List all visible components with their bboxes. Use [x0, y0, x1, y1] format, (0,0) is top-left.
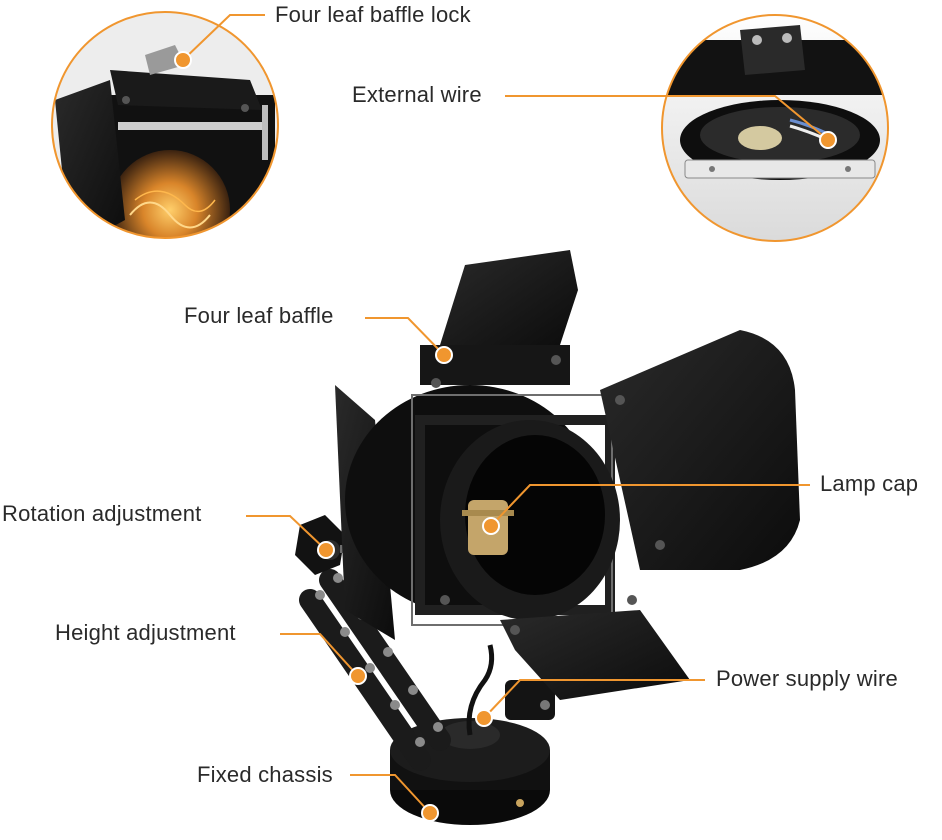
callout-marker-icon — [482, 517, 500, 535]
lamp-product-photo — [295, 250, 800, 825]
leader-four-leaf-baffle-lock — [182, 14, 265, 61]
label-external-wire: External wire — [352, 82, 482, 107]
callout-leaders — [182, 14, 829, 814]
leader-power-supply-wire — [483, 679, 705, 719]
baffle-lock-detail-photo — [51, 11, 279, 239]
callout-marker-icon — [349, 667, 367, 685]
leader-fixed-chassis — [350, 774, 431, 814]
callout-marker-icon — [475, 709, 493, 727]
label-four-leaf-baffle-lock: Four leaf baffle lock — [275, 2, 471, 27]
label-lamp-cap: Lamp cap — [820, 471, 919, 496]
leader-lamp-cap — [490, 484, 810, 527]
leader-four-leaf-baffle — [365, 317, 445, 356]
callout-marker-icon — [819, 131, 837, 149]
external-wire-detail-photo — [661, 14, 889, 242]
leader-height-adjustment — [280, 633, 359, 677]
label-fixed-chassis: Fixed chassis — [197, 762, 333, 787]
leader-rotation-adjustment — [246, 515, 327, 551]
label-height-adjustment: Height adjustment — [55, 620, 236, 645]
callout-marker-icon — [435, 346, 453, 364]
callout-marker-icon — [421, 804, 439, 822]
callout-marker-icon — [174, 51, 192, 69]
callout-marker-icon — [317, 541, 335, 559]
leader-external-wire — [505, 95, 829, 141]
label-power-supply-wire: Power supply wire — [716, 666, 898, 691]
label-rotation-adjustment: Rotation adjustment — [2, 501, 202, 526]
label-four-leaf-baffle: Four leaf baffle — [184, 303, 334, 328]
callout-markers — [174, 51, 837, 822]
